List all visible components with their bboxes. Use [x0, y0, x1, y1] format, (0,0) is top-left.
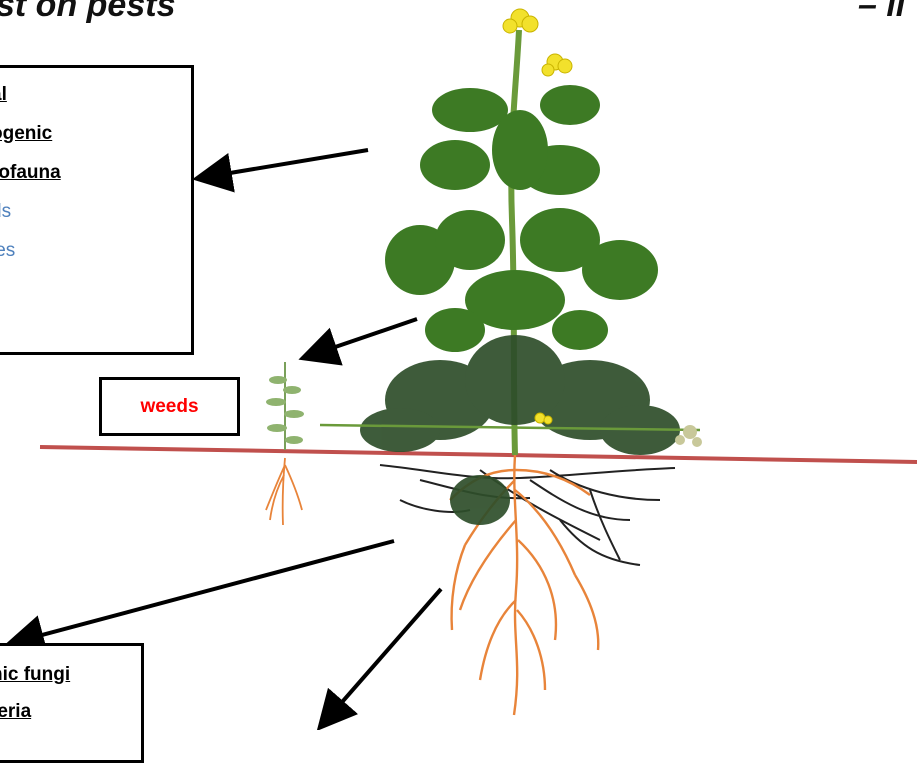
aerial-line-3: rofauna	[0, 162, 61, 184]
weeds-box: weeds	[99, 377, 240, 436]
aerial-line-5: les	[0, 240, 15, 262]
arrow-to-bottom	[322, 589, 441, 725]
aerial-pests-box: al ogenic rofauna ds les s	[0, 65, 194, 355]
arrow-to-aerial-box	[200, 150, 368, 178]
arrow-to-soil-box	[12, 541, 394, 643]
soil-pests-box: nic fungi teria	[0, 643, 144, 763]
aerial-line-4: ds	[0, 201, 11, 223]
aerial-line-2: ogenic	[0, 123, 52, 145]
aerial-line-7: s	[0, 312, 1, 334]
main-foliage	[385, 85, 658, 352]
arrow-to-weed	[306, 319, 417, 357]
aerial-line-1: al	[0, 84, 7, 106]
soil-surface-line	[40, 447, 917, 462]
soil-line-1: nic fungi	[0, 664, 70, 686]
weed-plant	[266, 362, 304, 525]
weeds-label: weeds	[140, 396, 198, 418]
soil-line-2: teria	[0, 701, 31, 723]
